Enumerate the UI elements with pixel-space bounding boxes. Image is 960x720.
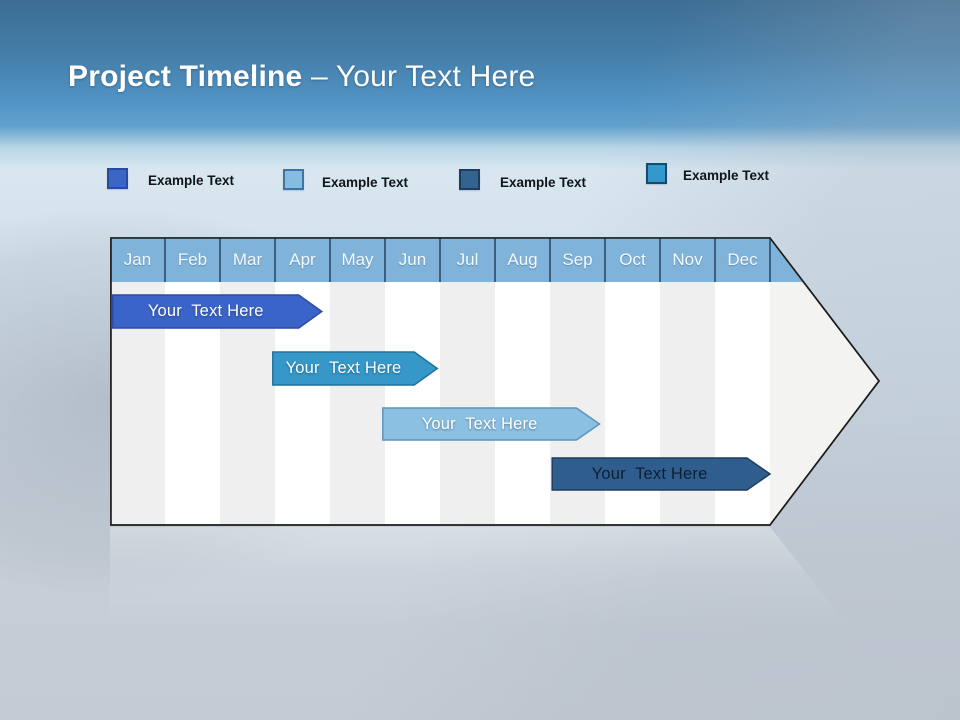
legend-swatch — [646, 163, 667, 184]
gantt-bar-label[interactable]: Your Text Here — [147, 302, 264, 320]
month-header-cell: Jul — [456, 249, 479, 269]
month-header-cell: Mar — [232, 249, 263, 269]
legend-label: Example Text — [683, 168, 770, 183]
gantt-bar[interactable] — [382, 407, 601, 441]
slide-title-light: – Your Text Here — [310, 60, 536, 93]
month-header-cell: Sep — [562, 249, 593, 269]
gantt-bars-layer — [112, 294, 772, 491]
gantt-bar-label[interactable]: Your Text Here — [421, 414, 538, 433]
legend-label: Example Text — [148, 173, 235, 188]
slide-title[interactable]: Project Timeline – Your Text Here — [68, 60, 535, 94]
legend-swatch — [459, 169, 480, 190]
gantt-bar[interactable] — [272, 351, 439, 386]
month-header-band — [111, 238, 804, 282]
month-header-row: Jan Feb Mar Apr May Jun Jul Aug Sep Oct … — [110, 237, 770, 282]
slide-title-bold: Project Timeline — [68, 60, 311, 93]
legend-swatch — [283, 169, 304, 190]
month-header-cell: Feb — [177, 249, 208, 269]
legend-swatch — [107, 168, 128, 189]
gantt-bar-label[interactable]: Your Text Here — [591, 464, 708, 483]
gantt-bar[interactable] — [551, 457, 772, 491]
month-header-cell: Jun — [398, 249, 427, 269]
month-header-cell: Aug — [507, 249, 538, 269]
month-header-cell: Nov — [672, 249, 703, 269]
month-header-cell: Dec — [727, 249, 758, 269]
table-reflection — [110, 527, 845, 627]
month-header-cell: Jan — [123, 249, 152, 269]
gantt-bar[interactable] — [112, 294, 324, 329]
gantt-bar-label[interactable]: Your Text Here — [285, 359, 402, 377]
month-header-cell: Oct — [619, 249, 646, 269]
legend-label: Example Text — [500, 175, 587, 190]
timeline-chart — [110, 237, 881, 526]
legend-label: Example Text — [322, 175, 409, 190]
month-header-cell: May — [341, 249, 374, 269]
month-header-separators — [164, 238, 771, 282]
timeline-arrow-outline — [110, 237, 881, 526]
month-header-cell: Apr — [289, 249, 316, 269]
